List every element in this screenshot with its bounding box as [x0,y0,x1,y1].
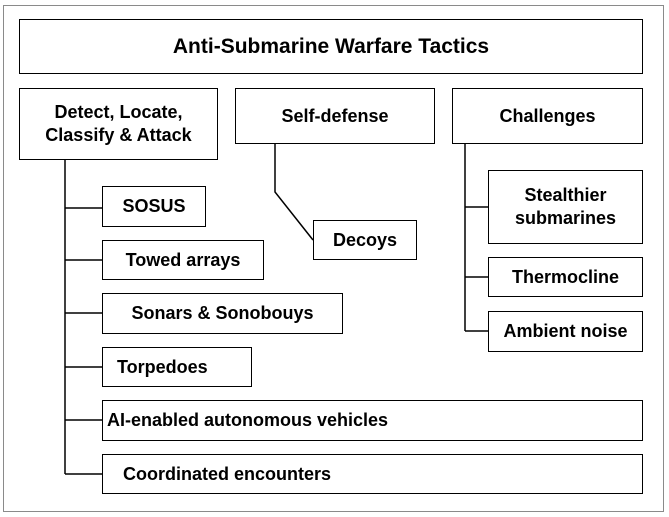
node-label: Coordinated encounters [123,463,332,484]
node-ai-autonomous-vehicles: AI-enabled autonomous vehicles [102,400,643,441]
title-box: Anti-Submarine Warfare Tactics [19,19,643,74]
node-sosus: SOSUS [102,186,206,227]
node-label: Towed arrays [125,249,241,270]
node-label: Thermocline [511,266,620,287]
node-label: Torpedoes [117,356,208,377]
node-label: Sonars & Sonobouys [131,303,314,323]
heading-text: Challenges [499,105,596,126]
heading-challenges: Challenges [452,88,643,144]
heading-text: Self-defense [281,105,389,126]
heading-self-defense: Self-defense [235,88,435,144]
connector [274,144,314,241]
node-torpedoes: Torpedoes [102,347,252,387]
node-towed-arrays: Towed arrays [102,240,264,280]
diagram-frame [3,5,664,512]
node-label: SOSUS [122,196,186,216]
heading-text: Detect, Locate, Classify & Attack [45,102,192,145]
node-coordinated-encounters: Coordinated encounters [102,454,643,494]
node-label: Stealthier submarines [514,185,617,228]
title-text: Anti-Submarine Warfare Tactics [172,35,490,58]
node-stealthier-submarines: Stealthier submarines [488,170,643,244]
node-label: Decoys [332,229,398,250]
node-label: Ambient noise [503,321,628,341]
node-decoys: Decoys [313,220,417,260]
node-label: AI-enabled autonomous vehicles [107,410,389,430]
node-thermocline: Thermocline [488,257,643,297]
node-sonars-sonobouys: Sonars & Sonobouys [102,293,343,334]
heading-detect-locate: Detect, Locate, Classify & Attack [19,88,218,160]
node-ambient-noise: Ambient noise [488,311,643,352]
